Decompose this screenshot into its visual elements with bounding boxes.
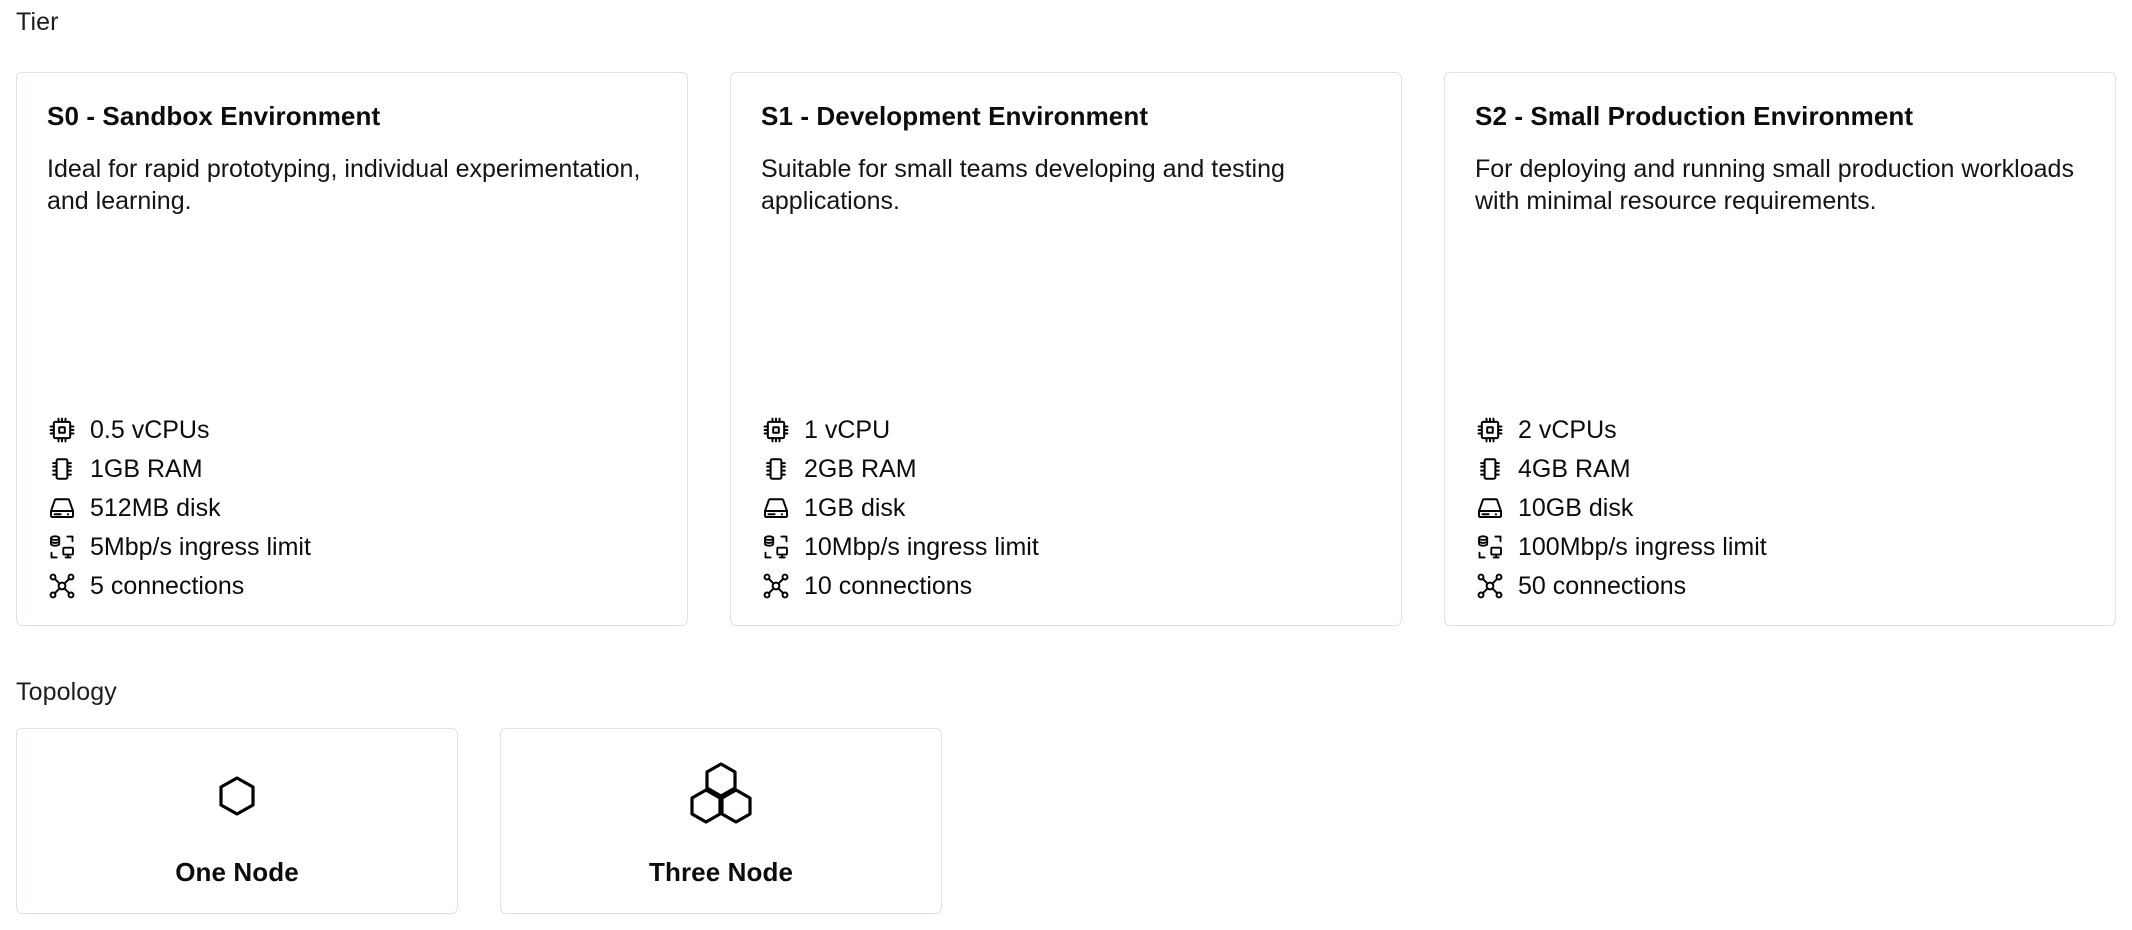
spec-row-disk: 10GB disk	[1475, 493, 2085, 523]
spec-text: 512MB disk	[90, 493, 221, 522]
tier-card-title: S1 - Development Environment	[761, 101, 1149, 131]
spec-text: 1GB disk	[804, 493, 906, 522]
memory-icon	[761, 454, 791, 484]
network-transfer-icon	[47, 532, 77, 562]
spec-row-connections: 10 connections	[761, 571, 1371, 601]
connections-icon	[761, 571, 791, 601]
hard-drive-icon	[761, 493, 791, 523]
tier-section-label: Tier	[16, 8, 59, 36]
spec-row-cpu: 2 vCPUs	[1475, 415, 2085, 445]
tier-card-description: Suitable for small teams developing and …	[761, 155, 1285, 215]
spec-row-memory: 4GB RAM	[1475, 454, 2085, 484]
tier-spec-list: 1 vCPU 2GB RAM	[761, 389, 1371, 601]
spec-row-memory: 1GB RAM	[47, 454, 657, 484]
topology-section-label: Topology	[16, 678, 117, 706]
network-transfer-icon	[1475, 532, 1505, 562]
spec-text: 4GB RAM	[1518, 454, 1631, 483]
spec-row-ingress: 100Mbp/s ingress limit	[1475, 532, 2085, 562]
spec-text: 10GB disk	[1518, 493, 1634, 522]
memory-icon	[1475, 454, 1505, 484]
spec-text: 2GB RAM	[804, 454, 917, 483]
tier-card-description: Ideal for rapid prototyping, individual …	[47, 155, 641, 215]
spec-row-memory: 2GB RAM	[761, 454, 1371, 484]
tier-card-s1[interactable]: S1 - Development Environment Suitable fo…	[730, 72, 1402, 626]
tier-card-title: S0 - Sandbox Environment	[47, 101, 381, 131]
hard-drive-icon	[1475, 493, 1505, 523]
spec-row-connections: 5 connections	[47, 571, 657, 601]
cpu-icon	[1475, 415, 1505, 445]
spec-row-cpu: 0.5 vCPUs	[47, 415, 657, 445]
tier-card-title: S2 - Small Production Environment	[1475, 101, 1914, 131]
spec-text: 1GB RAM	[90, 454, 203, 483]
connections-icon	[1475, 571, 1505, 601]
cpu-icon	[47, 415, 77, 445]
spec-text: 1 vCPU	[804, 415, 891, 444]
network-transfer-icon	[761, 532, 791, 562]
tier-card-list: S0 - Sandbox Environment Ideal for rapid…	[16, 72, 2116, 626]
tier-card-s0[interactable]: S0 - Sandbox Environment Ideal for rapid…	[16, 72, 688, 626]
cpu-icon	[761, 415, 791, 445]
connections-icon	[47, 571, 77, 601]
spec-text: 2 vCPUs	[1518, 415, 1617, 444]
single-hexagon-icon	[214, 761, 260, 837]
topology-option-three-node[interactable]: Three Node	[500, 728, 942, 914]
memory-icon	[47, 454, 77, 484]
topology-option-label: Three Node	[648, 857, 794, 887]
spec-row-ingress: 5Mbp/s ingress limit	[47, 532, 657, 562]
tier-card-s2[interactable]: S2 - Small Production Environment For de…	[1444, 72, 2116, 626]
tier-card-description: For deploying and running small producti…	[1475, 155, 2074, 215]
spec-row-cpu: 1 vCPU	[761, 415, 1371, 445]
spec-text: 10 connections	[804, 571, 973, 600]
spec-text: 5Mbp/s ingress limit	[90, 532, 311, 561]
spec-text: 5 connections	[90, 571, 245, 600]
spec-row-disk: 512MB disk	[47, 493, 657, 523]
spec-text: 100Mbp/s ingress limit	[1518, 532, 1767, 561]
topology-option-one-node[interactable]: One Node	[16, 728, 458, 914]
spec-row-disk: 1GB disk	[761, 493, 1371, 523]
tier-spec-list: 0.5 vCPUs 1GB RAM	[47, 389, 657, 601]
topology-option-list: One Node Three Node	[16, 728, 942, 914]
spec-text: 10Mbp/s ingress limit	[804, 532, 1039, 561]
spec-row-connections: 50 connections	[1475, 571, 2085, 601]
spec-text: 50 connections	[1518, 571, 1687, 600]
hard-drive-icon	[47, 493, 77, 523]
triple-hexagon-icon	[679, 761, 763, 837]
spec-text: 0.5 vCPUs	[90, 415, 210, 444]
tier-spec-list: 2 vCPUs 4GB RAM	[1475, 389, 2085, 601]
spec-row-ingress: 10Mbp/s ingress limit	[761, 532, 1371, 562]
topology-option-label: One Node	[175, 857, 299, 887]
